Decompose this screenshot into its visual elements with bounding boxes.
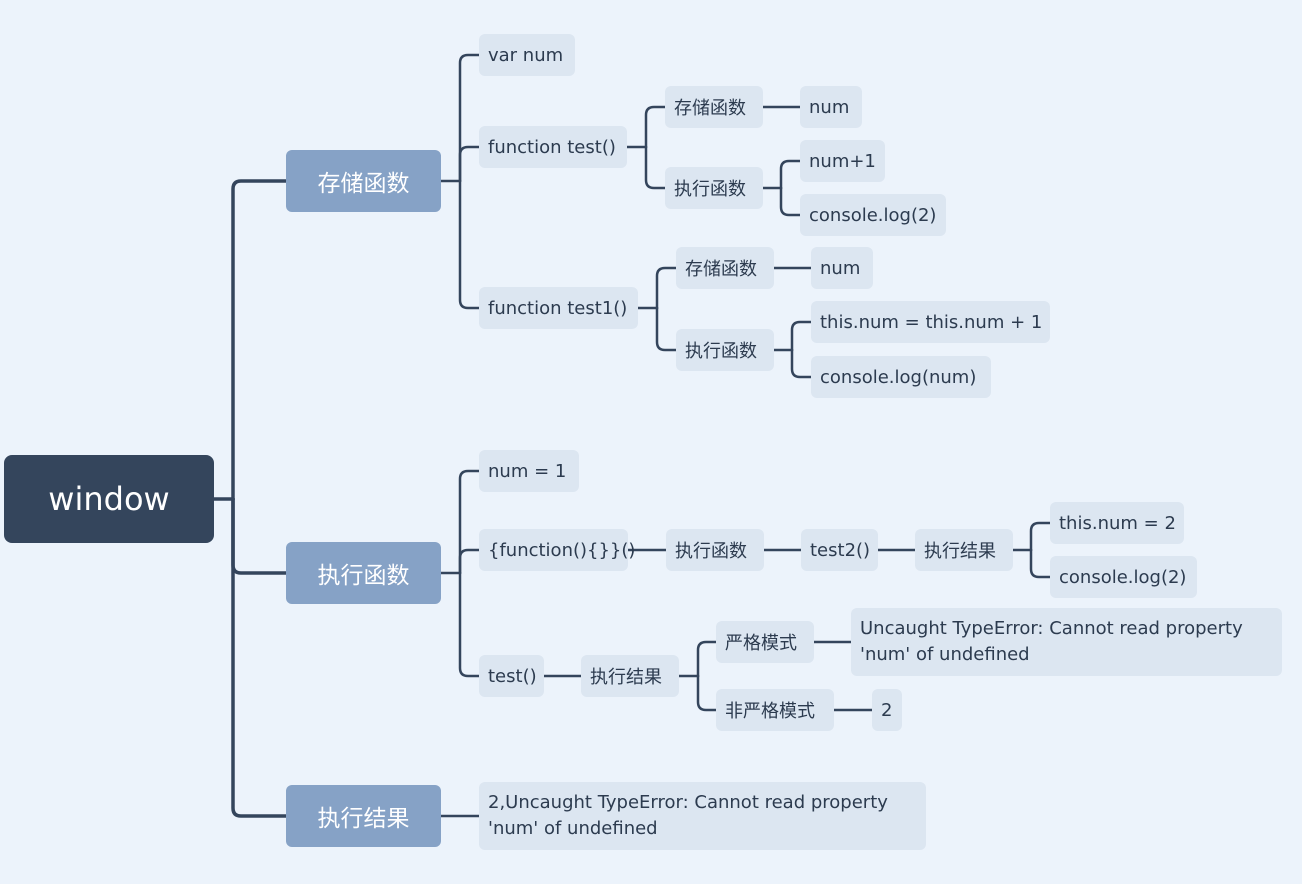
test-exec-node[interactable]: 执行函数 (665, 167, 763, 209)
iife-result-node[interactable]: 执行结果 (915, 529, 1013, 571)
storage-connector-branch-2 (458, 179, 481, 310)
storage-connector-branch-1 (458, 145, 481, 183)
iife-exec-node[interactable]: 执行函数 (666, 529, 764, 571)
test-call-result-node[interactable]: 执行结果 (581, 655, 679, 697)
test1-exec-item-2[interactable]: console.log(num) (811, 356, 991, 398)
execution-connector-branch-2 (458, 571, 481, 678)
test-connector-branch-0 (644, 105, 667, 149)
test1-exec-node[interactable]: 执行函数 (676, 329, 774, 371)
nonstrict-mode-value-node[interactable]: 2 (872, 689, 902, 731)
test1-exec-item-1[interactable]: this.num = this.num + 1 (811, 301, 1050, 343)
execution-connector-branch-1 (458, 548, 481, 575)
test1-exec-connector-branch-1 (790, 348, 813, 379)
strict-mode-node[interactable]: 严格模式 (716, 621, 814, 663)
function-test1-node[interactable]: function test1() (479, 287, 638, 329)
test2-call-node[interactable]: test2() (801, 529, 878, 571)
iife-items-connector-branch-0 (1029, 521, 1052, 552)
root-connector-branch-2 (231, 497, 288, 818)
branch-execution[interactable]: 执行函数 (286, 542, 441, 604)
test1-store-num-node[interactable]: num (811, 247, 873, 289)
test-exec-item-1[interactable]: num+1 (800, 140, 885, 182)
root-connector-branch-0 (231, 179, 288, 501)
iife-result-item-2[interactable]: console.log(2) (1050, 556, 1197, 598)
iife-result-item-1[interactable]: this.num = 2 (1050, 502, 1184, 544)
test1-connector-branch-0 (655, 266, 678, 310)
test1-store-node[interactable]: 存储函数 (676, 247, 774, 289)
function-test-node[interactable]: function test() (479, 126, 627, 168)
test1-exec-connector-branch-0 (790, 320, 813, 352)
test-exec-connector-branch-1 (779, 186, 802, 217)
num-assign-node[interactable]: num = 1 (479, 450, 579, 492)
iife-items-connector-branch-1 (1029, 548, 1052, 579)
branch-storage[interactable]: 存储函数 (286, 150, 441, 212)
test-exec-connector-branch-0 (779, 159, 802, 190)
execution-connector-branch-0 (458, 469, 481, 575)
test-store-num-node[interactable]: num (800, 86, 862, 128)
mode-connector-branch-1 (696, 674, 718, 712)
test-connector-branch-1 (644, 145, 667, 190)
test-exec-item-2[interactable]: console.log(2) (800, 194, 946, 236)
test-call-node[interactable]: test() (479, 655, 544, 697)
test-store-node[interactable]: 存储函数 (665, 86, 763, 128)
strict-mode-error-node[interactable]: Uncaught TypeError: Cannot read property… (851, 608, 1282, 676)
mode-connector-branch-0 (696, 640, 718, 678)
branch-result[interactable]: 执行结果 (286, 785, 441, 847)
test1-connector-branch-1 (655, 306, 678, 352)
root-connector-branch-1 (231, 497, 288, 575)
nonstrict-mode-node[interactable]: 非严格模式 (716, 689, 834, 731)
root-node-window[interactable]: window (4, 455, 214, 543)
storage-connector-branch-0 (458, 53, 481, 183)
iife-node[interactable]: {function(){}}() (479, 529, 635, 571)
final-result-node[interactable]: 2,Uncaught TypeError: Cannot read proper… (479, 782, 926, 850)
var-num-node[interactable]: var num (479, 34, 575, 76)
